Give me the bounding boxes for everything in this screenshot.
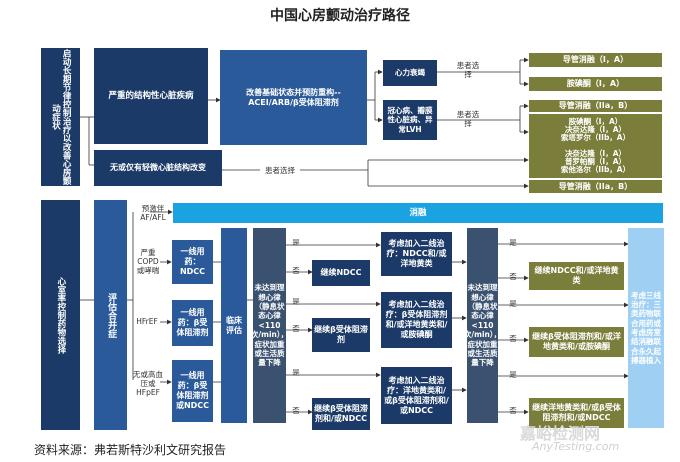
add-second-line-2: 考虑加入二线治疗：β受体阻滞剂和/或洋地黄类和/或胺碘酮 [381, 292, 452, 348]
first-line-beta-or-ndcc: 一线用药：β受体阻滞剂或NDCC [172, 360, 213, 422]
third-line-therapy-box: 考虑三线治疗：三类药物联合用药或考虑房室结消融联合永久起搏器植入 [628, 228, 664, 428]
watermark-url: AnyTesting.com [532, 440, 620, 453]
continue-beta-or-ndcc: 继续β受体阻滞剂和/或NDCC [312, 398, 370, 430]
no-label-1: 否 [292, 266, 300, 275]
chd-valvular-lvh-box: 冠心病、瓣膜性心脏病、异常LVH [383, 100, 437, 140]
hfref-label: HFrEF [136, 317, 158, 326]
no-label-6: 否 [509, 406, 517, 415]
add-second-line-1: 考虑加入二线治疗：NDCC和/或洋地黄类 [381, 232, 452, 276]
out-hf-ablation: 导管消融（I，A） [529, 53, 662, 67]
yes-label-3: 是 [292, 368, 300, 377]
no-label-2: 否 [292, 324, 300, 333]
watermark-logo: 嘉峪检测网 [520, 424, 601, 443]
preexcitation-label: 预激伴AF/AFL [140, 204, 166, 222]
yes-label-6: 是 [509, 370, 517, 379]
copd-label: 严重COPD或哮喘 [136, 248, 160, 275]
hfpef-label: 无或高血压或HFpEF [133, 370, 163, 397]
out-mild-drugs: 决奈达隆（I，A） 普罗帕酮（I，A） 索他洛尔（IIb，A） [529, 146, 662, 178]
out-hf-amiodarone: 胺碘酮（I，A） [529, 77, 662, 91]
result-ndcc-digitalis: 继续NDCC和/或洋地黄类 [529, 262, 624, 290]
mild-structure-box: 无或仅有轻微心脏结构改变 [94, 150, 222, 186]
patient-choice-3: 患者选择 [260, 166, 300, 175]
no-label-4: 否 [509, 272, 517, 281]
add-second-line-3: 考虑加入二线治疗：洋地黄类和/或β受体阻滞剂和/或NDCC [381, 367, 452, 424]
continue-ndcc: 继续NDCC [312, 260, 370, 286]
source-note: 资料来源：弗若斯特沙利文研究报告 [34, 443, 227, 457]
clinical-assessment-box: 临床评估 [221, 228, 247, 423]
yes-label-2: 是 [292, 297, 300, 306]
continue-beta: 继续β受体阻滞剂 [312, 318, 370, 352]
out-chd-ablation: 导管消融（IIa，B） [529, 100, 662, 112]
out-mild-ablation: 导管消融（IIa，B） [529, 180, 662, 193]
assess-comorbidity-box: 评估合并症 [94, 200, 127, 430]
structural-heart-disease-box: 严重的结构性心脏疾病 [94, 48, 208, 144]
result-digitalis-beta-ndcc: 继续洋地黄类和/或β受体阻滞剂和/或NDCC [529, 398, 624, 428]
yes-label-4: 是 [509, 238, 517, 247]
acei-arb-box: 改善基础状态并预防重构--ACEI/ARB/β受体阻滞剂 [220, 50, 367, 145]
rate-control-label: 心室率控制药物选择 [41, 200, 80, 430]
patient-choice-1: 患者选择 [456, 61, 480, 79]
no-label-3: 否 [292, 406, 300, 415]
first-line-ndcc: 一线用药：NDCC [172, 240, 213, 284]
heart-failure-box: 心力衰竭 [383, 60, 437, 86]
result-beta-digitalis-amiodarone: 继续β受体阻滞剂和/或洋地黄类和/或胺碘酮 [529, 327, 624, 357]
target-heart-rate-box-2: 未达到理想心律（静息状态心律<110次/min），症状加重或生活质量下降 [464, 228, 501, 423]
long-term-rhythm-control-label: 启动长期节律控制治疗以改善心房颤动症状 [41, 48, 80, 186]
yes-label-1: 是 [292, 238, 300, 247]
no-label-5: 否 [509, 334, 517, 343]
first-line-beta: 一线用药：β受体阻滞剂 [172, 300, 213, 346]
target-heart-rate-box-1: 未达到理想心律（静息状态心律<110次/min），症状加重或生活质量下降 [251, 228, 288, 423]
yes-label-5: 是 [509, 299, 517, 308]
page-title: 中国心房颤动治疗路径 [270, 8, 410, 24]
patient-choice-2: 患者选择 [456, 110, 480, 128]
ablation-bar: 消融 [173, 203, 663, 223]
out-chd-drugs: 胺碘酮（I，A） 决奈达隆（I，A） 索塔罗尔（IIb，A） [529, 114, 662, 146]
